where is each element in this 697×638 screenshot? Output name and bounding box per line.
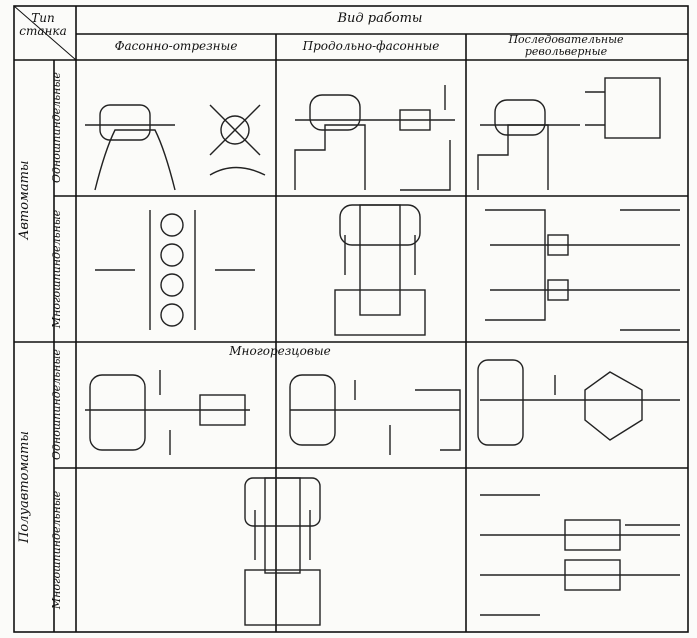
sketch-r2c3 <box>485 209 680 331</box>
row-label-automatic-multi: Многошпиндельные <box>50 209 63 329</box>
sketch-r3c1 <box>85 370 250 455</box>
sketch-r2c1 <box>95 210 255 330</box>
header-machine-type: Тип станка <box>19 11 67 38</box>
sketch-r3c3 <box>477 359 680 446</box>
group-label-automatic: Автоматы <box>17 160 32 240</box>
sketch-r1c3 <box>477 77 661 190</box>
sketch-r1c1 <box>85 104 266 191</box>
group-label-semiautomatic: Полуавтоматы <box>17 431 32 543</box>
row-label-semiautomatic-single: Одношпиндельные <box>50 349 63 460</box>
header-work-type: Вид работы <box>337 11 423 26</box>
row-label-automatic-single: Одношпиндельные <box>50 72 63 183</box>
sketch-r2c2 <box>334 204 426 336</box>
sketch-r1c2 <box>294 85 455 191</box>
sketch-r4c1-2 <box>244 477 321 626</box>
row-label-semiautomatic-multi: Многошпиндельные <box>50 490 63 610</box>
sketch-r3c2 <box>289 374 461 455</box>
spanning-label: Многорезцовые <box>229 344 331 358</box>
table-frame <box>13 5 689 633</box>
column-header-2: Продольно-фасонные <box>302 39 440 53</box>
column-header-1: Фасонно-отрезные <box>114 39 238 53</box>
column-header-3: Последовательные револьверные <box>508 33 624 58</box>
sketch-r4c3 <box>480 494 680 616</box>
